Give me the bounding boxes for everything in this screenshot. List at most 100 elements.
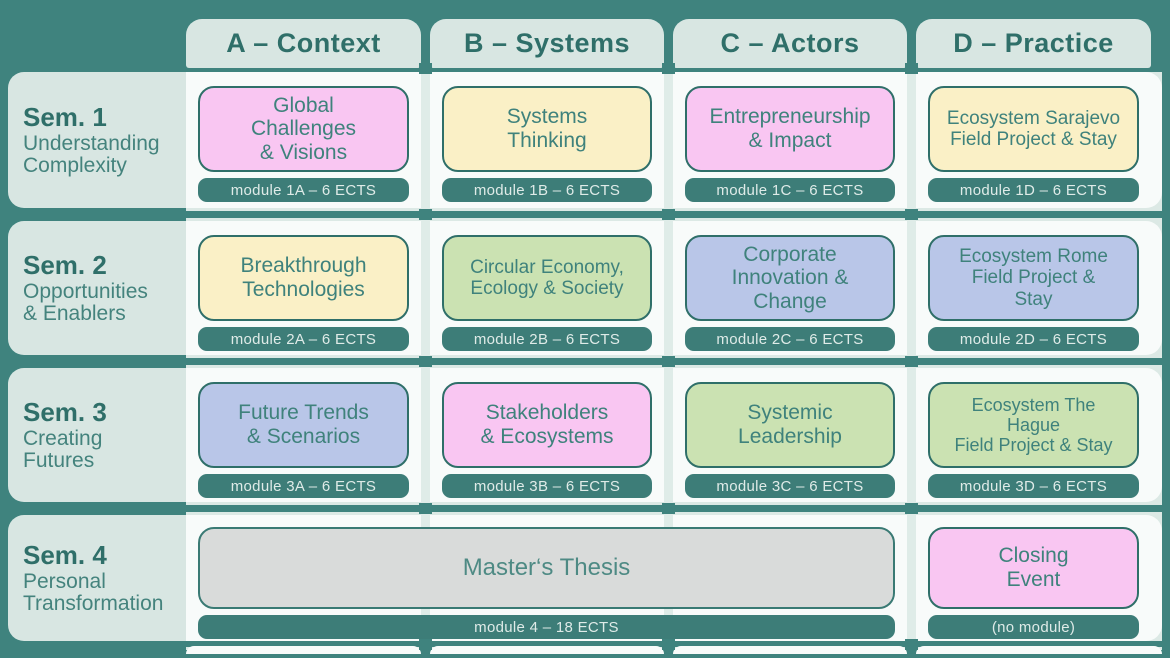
module-badge: module 3A – 6 ECTS <box>198 474 409 498</box>
divider-notch <box>662 356 675 367</box>
cell-1b: Systems Thinking module 1B – 6 ECTS <box>430 72 664 208</box>
cell-3a: Future Trends & Scenarios module 3A – 6 … <box>186 368 421 502</box>
module-badge: module 2B – 6 ECTS <box>442 327 652 351</box>
course-title: Systemic Leadership <box>738 401 842 448</box>
cell-3b: Stakeholders & Ecosystems module 3B – 6 … <box>430 368 664 502</box>
course-card: Systems Thinking <box>442 86 652 172</box>
cell-2d: Ecosystem Rome Field Project & Stay modu… <box>916 221 1162 355</box>
column-header-label: B – Systems <box>463 28 631 58</box>
divider-notch <box>419 356 432 367</box>
module-badge: (no module) <box>928 615 1139 639</box>
cell-2a: Breakthrough Technologies module 2A – 6 … <box>186 221 421 355</box>
column-header-label: C – Actors <box>720 28 860 58</box>
course-card: Future Trends & Scenarios <box>198 382 409 468</box>
semester-row-3: Sem. 3 Creating Futures Future Trends & … <box>8 368 1170 502</box>
course-title: Ecosystem Sarajevo Field Project & Stay <box>946 107 1121 150</box>
next-row-tab <box>916 646 1162 654</box>
module-badge: module 3C – 6 ECTS <box>685 474 895 498</box>
column-header-d: D – Practice <box>916 19 1151 68</box>
divider-notch <box>905 63 918 74</box>
course-title: Ecosystem Rome Field Project & Stay <box>959 246 1108 310</box>
course-card: Closing Event <box>928 527 1139 609</box>
semester-number: Sem. 2 <box>23 250 107 280</box>
cell-1d: Ecosystem Sarajevo Field Project & Stay … <box>916 72 1162 208</box>
course-title: Stakeholders & Ecosystems <box>480 401 614 448</box>
column-header-a: A – Context <box>186 19 421 68</box>
course-card: Stakeholders & Ecosystems <box>442 382 652 468</box>
course-title: Closing Event <box>998 544 1069 591</box>
column-header-label: D – Practice <box>953 28 1114 58</box>
divider-notch <box>419 503 432 514</box>
course-title: Entrepreneurship & Impact <box>709 105 871 152</box>
divider-notch <box>419 209 432 220</box>
module-badge: module 2C – 6 ECTS <box>685 327 895 351</box>
cell-3c: Systemic Leadership module 3C – 6 ECTS <box>673 368 907 502</box>
module-badge: module 2A – 6 ECTS <box>198 327 409 351</box>
course-card: Ecosystem The Hague Field Project & Stay <box>928 382 1139 468</box>
course-title: Circular Economy, Ecology & Society <box>470 256 624 299</box>
next-row-tab <box>186 646 421 654</box>
course-title: Global Challenges & Visions <box>250 93 357 164</box>
module-badge: module 2D – 6 ECTS <box>928 327 1139 351</box>
divider-notch <box>662 209 675 220</box>
column-header-c: C – Actors <box>673 19 907 68</box>
divider-notch <box>905 639 918 650</box>
module-badge: module 1B – 6 ECTS <box>442 178 652 202</box>
module-badge: module 1D – 6 ECTS <box>928 178 1139 202</box>
semester-number: Sem. 3 <box>23 397 107 427</box>
course-title: Breakthrough Technologies <box>240 254 367 301</box>
bottom-edge <box>0 654 1170 658</box>
course-card: Ecosystem Sarajevo Field Project & Stay <box>928 86 1139 172</box>
semester-row-2: Sem. 2 Opportunities & Enablers Breakthr… <box>8 221 1170 355</box>
course-title: Corporate Innovation & Change <box>731 242 849 313</box>
divider-notch <box>419 63 432 74</box>
course-card: Global Challenges & Visions <box>198 86 409 172</box>
course-card: Ecosystem Rome Field Project & Stay <box>928 235 1139 321</box>
semester-number: Sem. 1 <box>23 102 107 132</box>
semester-theme: Creating Futures <box>23 426 103 472</box>
cell-4d: Closing Event (no module) <box>916 515 1162 641</box>
semester-number: Sem. 4 <box>23 540 107 570</box>
semester-2-label: Sem. 2 Opportunities & Enablers <box>8 221 186 355</box>
header-row: A – Context B – Systems C – Actors D – P… <box>8 19 1170 68</box>
course-card: Breakthrough Technologies <box>198 235 409 321</box>
module-badge: module 4 – 18 ECTS <box>198 615 895 639</box>
divider-notch <box>905 503 918 514</box>
divider-notch <box>662 639 675 650</box>
course-card: Corporate Innovation & Change <box>685 235 895 321</box>
course-title: Master‘s Thesis <box>462 553 631 581</box>
semester-theme: Personal Transformation <box>23 569 164 615</box>
next-row-tab <box>673 646 907 654</box>
column-header-b: B – Systems <box>430 19 664 68</box>
divider-notch <box>419 639 432 650</box>
cell-1a: Global Challenges & Visions module 1A – … <box>186 72 421 208</box>
semester-1-label: Sem. 1 Understanding Complexity <box>8 72 186 208</box>
cell-2b: Circular Economy, Ecology & Society modu… <box>430 221 664 355</box>
course-card: Circular Economy, Ecology & Society <box>442 235 652 321</box>
cell-1c: Entrepreneurship & Impact module 1C – 6 … <box>673 72 907 208</box>
semester-theme: Opportunities & Enablers <box>23 279 148 325</box>
divider-notch <box>905 209 918 220</box>
course-card: Entrepreneurship & Impact <box>685 86 895 172</box>
module-badge: module 1A – 6 ECTS <box>198 178 409 202</box>
thesis-card: Master‘s Thesis <box>198 527 895 609</box>
cell-2c: Corporate Innovation & Change module 2C … <box>673 221 907 355</box>
cell-3d: Ecosystem The Hague Field Project & Stay… <box>916 368 1162 502</box>
module-badge: module 3B – 6 ECTS <box>442 474 652 498</box>
cell-4-thesis: Master‘s Thesis module 4 – 18 ECTS <box>186 515 907 641</box>
divider-notch <box>662 503 675 514</box>
semester-3-label: Sem. 3 Creating Futures <box>8 368 186 502</box>
next-row-tab <box>430 646 664 654</box>
semester-4-label: Sem. 4 Personal Transformation <box>8 515 186 641</box>
semester-theme: Understanding Complexity <box>23 131 160 177</box>
module-badge: module 1C – 6 ECTS <box>685 178 895 202</box>
course-title: Ecosystem The Hague Field Project & Stay <box>954 394 1113 456</box>
divider-notch <box>905 356 918 367</box>
divider-notch <box>662 63 675 74</box>
semester-row-1: Sem. 1 Understanding Complexity Global C… <box>8 72 1170 208</box>
module-badge: module 3D – 6 ECTS <box>928 474 1139 498</box>
course-title: Systems Thinking <box>506 105 588 152</box>
course-card: Systemic Leadership <box>685 382 895 468</box>
header-spacer <box>8 19 186 68</box>
